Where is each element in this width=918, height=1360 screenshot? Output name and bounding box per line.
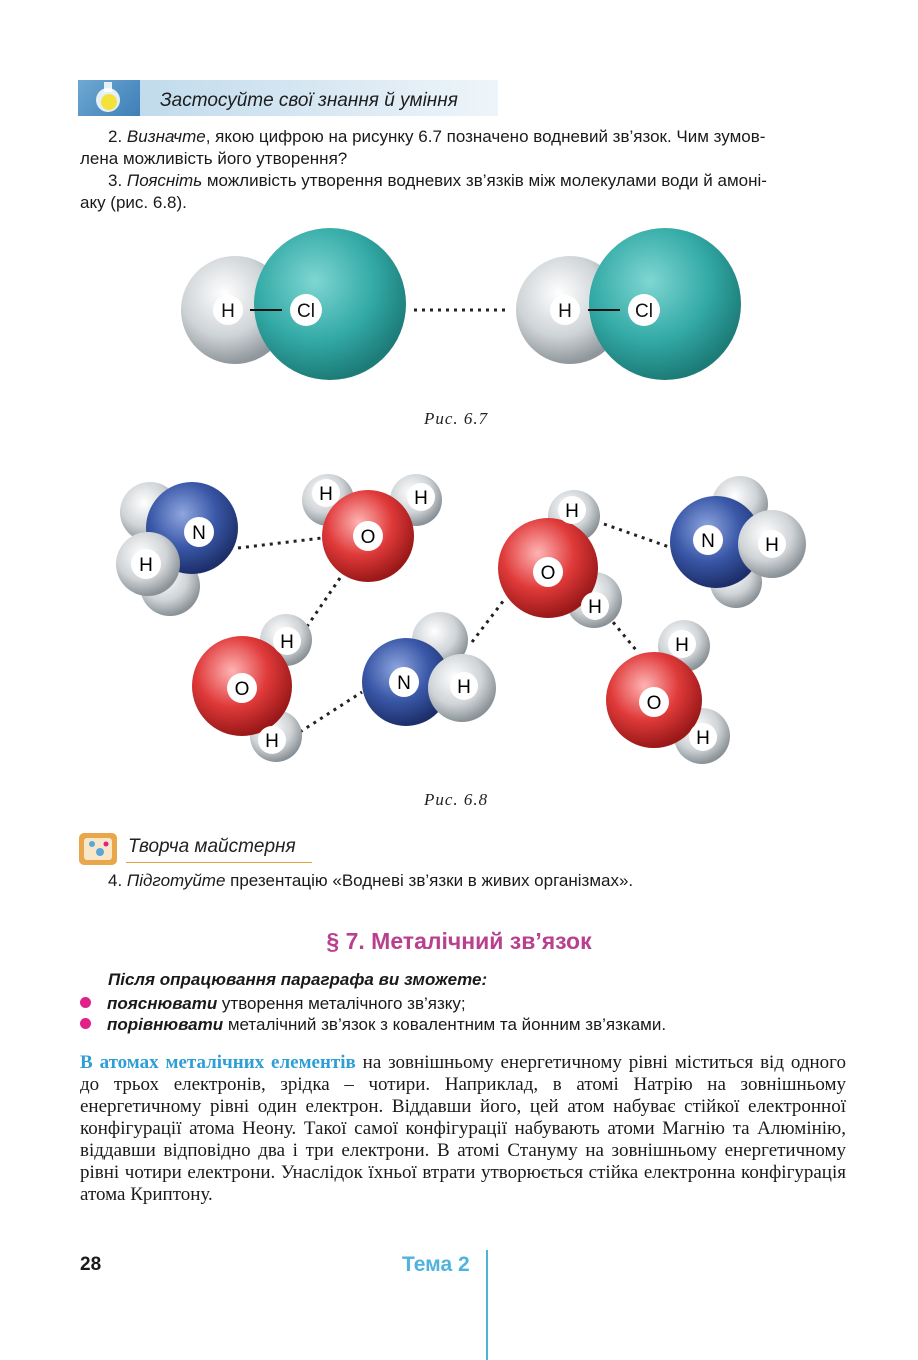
- ammonia-molecule-1: N H: [116, 482, 238, 616]
- goal-text: металічний зв’язок з ковалентним та йонн…: [223, 1015, 667, 1034]
- ammonia-molecule-3: N H: [670, 476, 806, 608]
- atom-label-h: H: [588, 597, 602, 618]
- figure-6-7-caption: Рис. 6.7: [424, 409, 489, 428]
- hydrogen-bonds: [237, 522, 673, 734]
- ammonia-molecule-2: N H: [362, 612, 496, 726]
- lead-phrase: В атомах металічних елементів: [80, 1052, 356, 1073]
- atom-label-h: H: [696, 728, 710, 749]
- task-4: 4. Підготуйте презентацію «Водневі зв’яз…: [108, 870, 848, 892]
- atom-label-cl: Cl: [635, 301, 653, 322]
- figure-6-8-water-ammonia: N H H H O H O H N H: [116, 474, 806, 764]
- atom-label-n: N: [397, 673, 411, 694]
- learning-goals-heading: Після опрацювання параграфа ви зможете:: [108, 970, 488, 989]
- atom-label-o: O: [361, 527, 376, 548]
- task-text: , якою цифрою на рисунку 6.7 позначено в…: [205, 127, 766, 146]
- water-molecule-4: H O H: [606, 620, 730, 764]
- atom-label-cl: Cl: [297, 301, 315, 322]
- flask-icon: [78, 80, 140, 116]
- atom-label-h: H: [414, 488, 428, 509]
- footer-divider: [486, 1250, 488, 1360]
- atom-label-h: H: [139, 555, 153, 576]
- atom-label-o: O: [541, 563, 556, 584]
- figure-6-8-caption: Рис. 6.8: [424, 790, 489, 809]
- water-molecule-1: H H O: [302, 474, 442, 582]
- atom-label-h: H: [319, 484, 333, 505]
- body-paragraph: В атомах металічних елементів на зовнішн…: [80, 1052, 846, 1206]
- atom-label-h: H: [565, 501, 579, 522]
- learning-goal-item: пояснювати утворення металічного зв’язку…: [80, 994, 466, 1014]
- atom-label-h: H: [221, 301, 235, 322]
- atom-label-h: H: [265, 731, 279, 752]
- page-number: 28: [80, 1254, 102, 1275]
- paragraph-text: на зовнішньому енергетичному рівні місти…: [80, 1052, 846, 1205]
- task-verb: Визначте: [126, 127, 206, 146]
- learning-goal-item: порівнювати металічний зв’язок з ковален…: [80, 1015, 666, 1035]
- hcl-molecule-right: H Cl: [516, 228, 741, 380]
- task-3: 3. Поясніть можливість утворення водневи…: [108, 170, 848, 192]
- atom-label-o: O: [235, 679, 250, 700]
- bullet-dot: [80, 1018, 91, 1029]
- palette-icon: [78, 832, 118, 871]
- creative-workshop-title: Творча майстерня: [128, 836, 296, 857]
- atom-label-h: H: [558, 301, 572, 322]
- task-number: 4.: [108, 871, 123, 890]
- task-3-line2: аку (рис. 6.8).: [80, 193, 187, 212]
- section-header-band: [78, 80, 498, 116]
- task-2: 2. Визначте, якою цифрою на рисунку 6.7 …: [108, 126, 848, 148]
- task-text: можливість утворення водневих зв’язків м…: [202, 171, 767, 190]
- atom-label-h: H: [765, 535, 779, 556]
- task-number: 3.: [108, 171, 123, 190]
- task-verb: Поясніть: [126, 171, 203, 190]
- task-2-line2: лена можливість його утворення?: [80, 149, 348, 168]
- task-verb: Підготуйте: [126, 871, 226, 890]
- atom-label-h: H: [280, 632, 294, 653]
- atom-label-n: N: [701, 531, 715, 552]
- creative-underline: [126, 862, 312, 863]
- goal-text: утворення металічного зв’язку;: [217, 994, 466, 1013]
- section-header-title: Застосуйте свої знання й уміння: [160, 90, 458, 111]
- hcl-molecule-left: H Cl: [181, 228, 406, 380]
- atom-label-n: N: [192, 523, 206, 544]
- atom-label-h: H: [457, 677, 471, 698]
- section-title: § 7. Металічний зв’язок: [326, 928, 592, 954]
- figure-6-7-hcl: H Cl H Cl: [181, 228, 741, 380]
- task-number: 2.: [108, 127, 123, 146]
- atom-label-h: H: [675, 635, 689, 656]
- atom-label-o: O: [647, 693, 662, 714]
- water-molecule-3: H O H: [498, 490, 622, 628]
- theme-label: Тема 2: [402, 1253, 470, 1276]
- water-molecule-2: H O H: [192, 614, 312, 762]
- bullet-dot: [80, 997, 91, 1008]
- goal-verb: пояснювати: [107, 994, 218, 1013]
- task-text: презентацію «Водневі зв’язки в живих орг…: [225, 871, 634, 890]
- goal-verb: порівнювати: [107, 1015, 224, 1034]
